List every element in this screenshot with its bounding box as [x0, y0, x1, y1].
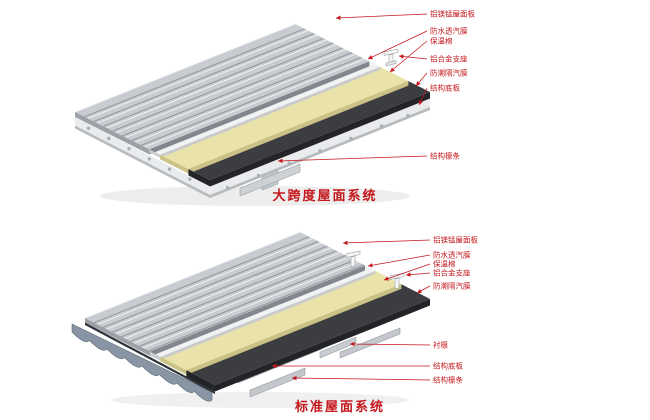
label-roof-panel: 铝镁锰屋面板	[433, 235, 478, 245]
label-structural-purlin: 结构檩条	[433, 375, 463, 385]
bottom-labels: 铝镁锰屋面板 防水透汽膜 保温棉 铝合金支座 防潮隔汽膜 衬檩 结构底板 结构檩…	[433, 235, 478, 385]
ground-shadow	[110, 392, 410, 408]
label-roof-panel: 铝镁锰屋面板	[430, 9, 475, 19]
vapor-barrier-layer	[186, 284, 430, 392]
leader-line	[342, 239, 431, 246]
panel-rib-lines	[84, 28, 362, 146]
leader-line	[367, 30, 428, 60]
label-vapor-barrier: 防潮隔汽膜	[433, 281, 471, 291]
panel-rib-lines	[93, 236, 364, 352]
leader-line	[291, 375, 431, 381]
structural-purlin-stub	[249, 327, 401, 398]
panel-seam-highlights	[87, 30, 365, 148]
leader-line	[349, 341, 431, 347]
leader-line	[405, 272, 431, 277]
leader-line	[415, 72, 428, 87]
large-span-roof-diagram: 铝镁锰屋面板 防水透汽膜 保温棉 铝合金支座 防潮隔汽膜 结构底板 结构檩条	[74, 9, 475, 206]
standard-system-title: 标准屋面系统	[294, 400, 386, 415]
vapor-barrier-layer	[188, 81, 430, 187]
label-support-bracket: 铝合金支座	[433, 268, 471, 278]
top-leader-lines	[277, 13, 428, 164]
leader-line	[418, 87, 428, 106]
standard-roof-diagram: 铝镁锰屋面板 防水透汽膜 保温棉 铝合金支座 防潮隔汽膜 衬檩 结构底板 结构檩…	[71, 231, 478, 408]
leader-line	[335, 13, 428, 21]
label-insulation: 保温棉	[433, 259, 456, 269]
label-liner-purlin: 衬檩	[433, 340, 448, 350]
leader-line	[367, 254, 431, 268]
structural-deck-edge-left	[75, 117, 210, 198]
aluminium-support-bracket	[383, 48, 399, 67]
left-section-faces	[75, 112, 210, 187]
metal-roof-panels	[74, 23, 370, 155]
insulation-layer	[160, 66, 409, 174]
label-breathable-membrane: 防水透汽膜	[433, 250, 471, 260]
leader-line	[277, 155, 428, 164]
insulation-layer	[160, 270, 402, 375]
label-support-bracket: 铝合金支座	[430, 54, 468, 64]
label-structural-deck: 结构底板	[430, 83, 460, 93]
label-insulation: 保温棉	[430, 36, 453, 46]
label-breathable-membrane: 防水透汽膜	[430, 26, 468, 36]
leader-line	[383, 263, 431, 281]
label-structural-purlin: 结构檩条	[430, 151, 460, 161]
top-labels: 铝镁锰屋面板 防水透汽膜 保温棉 铝合金支座 防潮隔汽膜 结构底板 结构檩条	[430, 9, 475, 161]
leader-line	[398, 54, 428, 60]
bottom-leader-lines	[272, 239, 431, 381]
structural-deck-edge-front	[210, 98, 430, 198]
large-span-system-title: 大跨度屋面系统	[272, 189, 378, 204]
liner-purlin-stub	[319, 336, 357, 359]
metal-roof-panels	[84, 231, 367, 357]
left-section-faces	[85, 318, 215, 394]
leader-line	[416, 285, 431, 294]
label-structural-deck: 结构底板	[433, 361, 463, 371]
ground-shadow	[100, 186, 410, 206]
leader-line	[389, 40, 428, 73]
corrugated-sheet	[71, 323, 213, 402]
label-vapor-barrier: 防潮隔汽膜	[430, 68, 468, 78]
